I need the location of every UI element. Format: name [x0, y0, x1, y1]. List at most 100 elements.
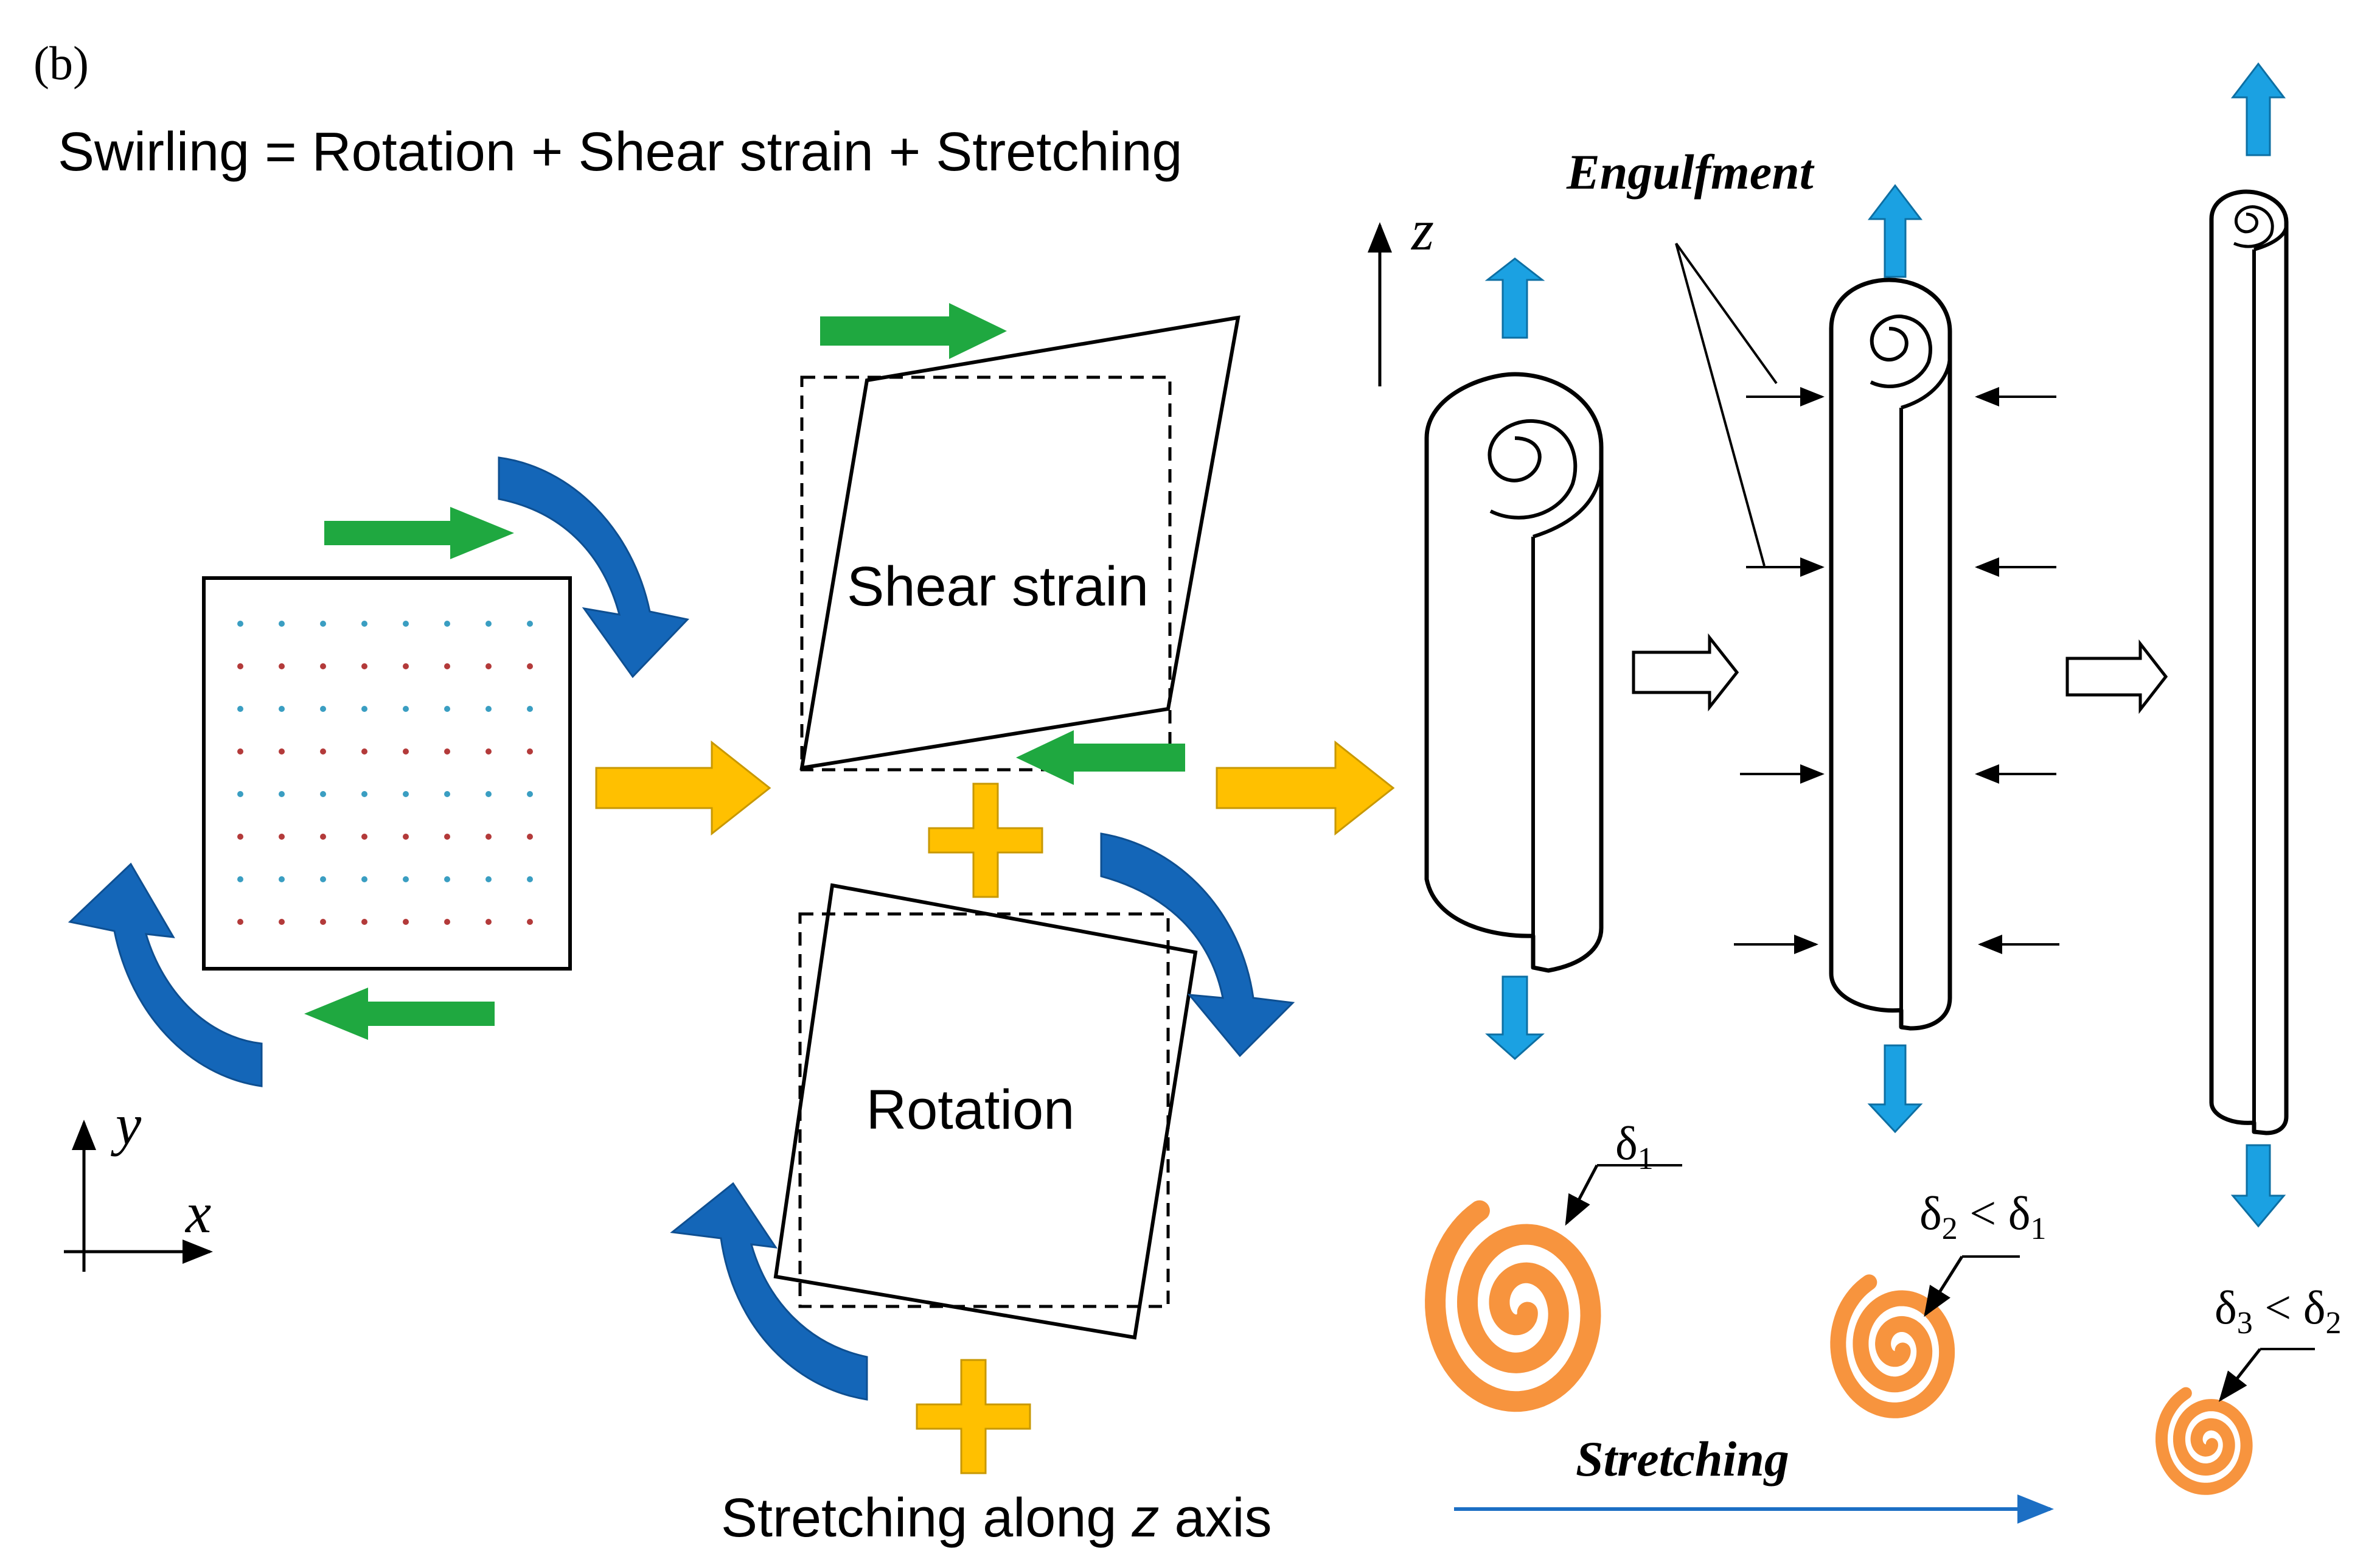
shear-strain-box: Shear strain: [799, 315, 1240, 772]
vortex-tube-2: [1829, 277, 1952, 1031]
particle-dot: [403, 663, 409, 669]
delta1-sub: 1: [1638, 1142, 1654, 1176]
particle-dot: [320, 663, 326, 669]
orange-spiral-2: [1830, 1274, 1955, 1418]
stretching-caption: Stretching along z axis: [721, 1488, 1272, 1549]
particle-dot: [320, 834, 326, 840]
hollow-arrow-1: [1632, 633, 1739, 712]
particle-dot: [527, 621, 533, 627]
particle-dot: [527, 919, 533, 925]
vortex-tube-3: [2209, 189, 2289, 1135]
shear-strain-label: Shear strain: [847, 556, 1149, 618]
delta2-sym: δ: [1919, 1187, 1942, 1239]
plus-sign-upper: [928, 783, 1043, 898]
delta2-label: δ2 < δ1: [1919, 1187, 2047, 1246]
particle-dot: [403, 621, 409, 627]
particle-dot: [403, 748, 409, 755]
particle-dot: [444, 706, 450, 712]
particle-dot: [444, 748, 450, 755]
engulfment-label: Engulfment: [1566, 144, 1815, 200]
cyan-arrow-tube-2-down: [1867, 1044, 1923, 1134]
blue-rotation-arrow-top-right: [498, 456, 689, 678]
cyan-arrow-tube-3-down: [2230, 1144, 2286, 1228]
particle-dot: [320, 748, 326, 755]
particle-dot: [237, 834, 243, 840]
particle-dot: [485, 663, 492, 669]
particle-dot: [403, 919, 409, 925]
blue-rotation-arrow-bottom-left: [68, 862, 263, 1087]
hollow-arrow-2: [2065, 639, 2168, 714]
square-outline: [202, 576, 572, 971]
delta1-label: δ1: [1615, 1117, 1654, 1176]
xy-axes: y x: [64, 1092, 213, 1272]
particle-dot: [527, 706, 533, 712]
particle-dot: [320, 621, 326, 627]
particle-dot: [237, 876, 243, 882]
green-shear-arrow-shear-top: [820, 303, 1007, 359]
particle-dot: [361, 663, 367, 669]
y-axis-label: y: [111, 1092, 142, 1157]
particle-dot: [237, 706, 243, 712]
particle-dot: [361, 706, 367, 712]
particle-dot: [485, 834, 492, 840]
orange-spiral-3: [2156, 1387, 2253, 1495]
particle-dot: [444, 663, 450, 669]
x-axis-label: x: [184, 1180, 211, 1245]
fluid-element-square: [202, 576, 572, 971]
delta2-pointer: [1924, 1255, 1964, 1317]
particle-dot: [485, 748, 492, 755]
particle-dot-grid: [237, 621, 533, 925]
cyan-arrow-tube-3-up: [2230, 62, 2286, 156]
particle-dot: [485, 706, 492, 712]
particle-dot: [361, 919, 367, 925]
tube-1-top-rim: [1533, 462, 1603, 539]
delta3-sub: 3: [2237, 1306, 2253, 1341]
cyan-arrow-tube-1-up: [1484, 257, 1545, 339]
particle-dot: [237, 748, 243, 755]
particle-dot: [444, 919, 450, 925]
rotated-square: [773, 883, 1198, 1340]
particle-dot: [279, 919, 285, 925]
delta3-sub2: 2: [2326, 1306, 2342, 1341]
particle-dot: [527, 748, 533, 755]
particle-dot: [527, 834, 533, 840]
delta2-sub: 2: [1942, 1212, 1958, 1246]
yellow-arrow-to-vortex: [1216, 740, 1395, 836]
tube-2-body: [1829, 277, 1952, 1031]
particle-dot: [444, 834, 450, 840]
particle-dot: [403, 706, 409, 712]
cyan-arrow-tube-2-up: [1867, 184, 1923, 278]
blue-rotation-arrow-rotation-right: [1100, 832, 1295, 1058]
particle-dot: [361, 621, 367, 627]
tube-1-spiral-top: [1488, 419, 1578, 520]
delta2-sym2: δ: [2008, 1187, 2031, 1239]
delta1-pointer: [1565, 1164, 1599, 1226]
tube-3-top-rim: [2253, 225, 2288, 251]
particle-dot: [361, 791, 367, 797]
delta3-pointer: [2218, 1348, 2261, 1402]
tube-2-top-rim: [1901, 355, 1952, 410]
particle-dot: [279, 663, 285, 669]
delta3-sym2: δ: [2303, 1281, 2326, 1334]
particle-dot: [320, 706, 326, 712]
panel-label: (b): [33, 37, 89, 89]
tube-1-body: [1424, 372, 1604, 973]
particle-dot: [279, 791, 285, 797]
sheared-parallelogram: [799, 315, 1240, 770]
particle-dot: [279, 621, 285, 627]
green-shear-arrow-bottom: [304, 988, 495, 1040]
particle-dot: [485, 876, 492, 882]
orange-spiral-1: [1425, 1200, 1601, 1412]
engulfment-pointer-2: [1675, 243, 1766, 567]
headline: Swirling = Rotation + Shear strain + Str…: [58, 122, 1182, 183]
spiral-1: [1425, 1200, 1601, 1412]
particle-dot: [527, 876, 533, 882]
particle-dot: [361, 748, 367, 755]
tube-3-spiral-top: [2233, 205, 2274, 248]
spiral-3: [2156, 1387, 2253, 1495]
particle-dot: [444, 791, 450, 797]
particle-dot: [237, 621, 243, 627]
particle-dot: [279, 834, 285, 840]
stretching-label: Stretching: [1576, 1431, 1789, 1487]
